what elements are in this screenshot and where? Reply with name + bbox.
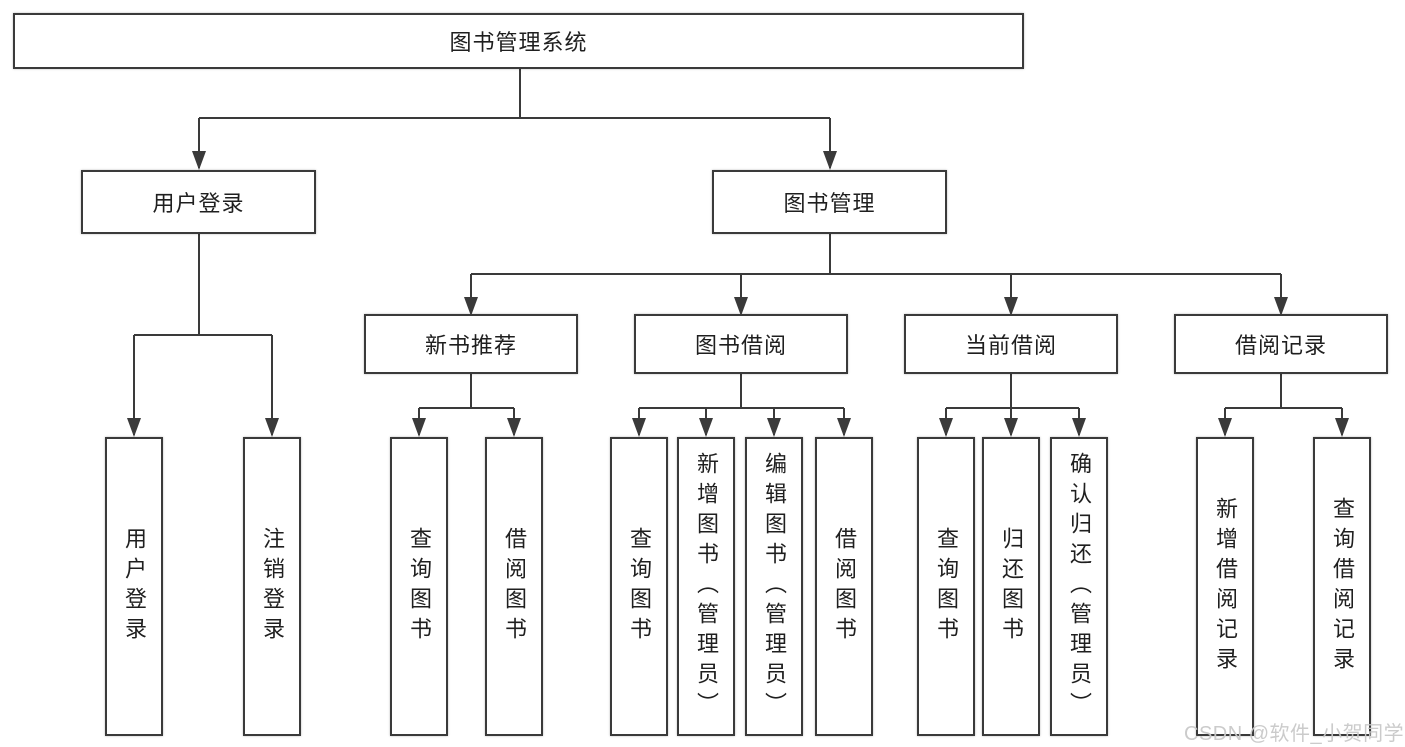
leaf-query-books-current-label: 查询图书: [934, 526, 959, 647]
leaf-return-books: 归还图书: [982, 437, 1040, 736]
leaf-query-borrow-record: 查询借阅记录: [1313, 437, 1371, 736]
leaf-borrow-books-recommend-label: 借阅图书: [502, 526, 527, 647]
leaf-confirm-return-admin-label: 确认归还（管理员）: [1067, 451, 1092, 722]
node-new-book-recommend: 新书推荐: [364, 314, 578, 374]
leaf-logout-login-label: 注销登录: [260, 526, 285, 647]
node-user-login-label: 用户登录: [152, 191, 245, 216]
node-book-borrowing-label: 图书借阅: [694, 333, 787, 358]
node-current-borrowing: 当前借阅: [904, 314, 1118, 374]
node-current-borrowing-label: 当前借阅: [964, 333, 1057, 358]
node-borrowing-records: 借阅记录: [1174, 314, 1388, 374]
leaf-add-books-admin: 新增图书（管理员）: [677, 437, 735, 736]
leaf-query-books-recommend: 查询图书: [390, 437, 448, 736]
node-new-book-recommend-label: 新书推荐: [424, 333, 517, 358]
node-book-management-label: 图书管理: [783, 191, 876, 216]
node-book-borrowing: 图书借阅: [634, 314, 848, 374]
leaf-user-login-label: 用户登录: [122, 526, 147, 647]
node-user-login: 用户登录: [81, 170, 316, 234]
leaf-query-books-borrowing-label: 查询图书: [627, 526, 652, 647]
node-book-management: 图书管理: [712, 170, 947, 234]
node-borrowing-records-label: 借阅记录: [1234, 333, 1327, 358]
leaf-query-books-borrowing: 查询图书: [610, 437, 668, 736]
connector-paths: [133, 69, 1343, 435]
node-root: 图书管理系统: [13, 13, 1024, 69]
leaf-add-borrow-record-label: 新增借阅记录: [1213, 496, 1238, 677]
leaf-query-books-current: 查询图书: [917, 437, 975, 736]
leaf-return-books-label: 归还图书: [999, 526, 1024, 647]
leaf-borrow-books-recommend: 借阅图书: [485, 437, 543, 736]
leaf-add-books-admin-label: 新增图书（管理员）: [694, 451, 719, 722]
leaf-edit-books-admin-label: 编辑图书（管理员）: [762, 451, 787, 722]
leaf-logout-login: 注销登录: [243, 437, 301, 736]
watermark-text: CSDN @软件_小贺同学: [1184, 723, 1405, 745]
leaf-query-books-recommend-label: 查询图书: [407, 526, 432, 647]
leaf-borrow-books-borrowing-label: 借阅图书: [832, 526, 857, 647]
leaf-edit-books-admin: 编辑图书（管理员）: [745, 437, 803, 736]
leaf-add-borrow-record: 新增借阅记录: [1196, 437, 1254, 736]
leaf-borrow-books-borrowing: 借阅图书: [815, 437, 873, 736]
leaf-user-login: 用户登录: [105, 437, 163, 736]
node-root-label: 图书管理系统: [449, 30, 588, 55]
leaf-confirm-return-admin: 确认归还（管理员）: [1050, 437, 1108, 736]
leaf-query-borrow-record-label: 查询借阅记录: [1330, 496, 1355, 677]
